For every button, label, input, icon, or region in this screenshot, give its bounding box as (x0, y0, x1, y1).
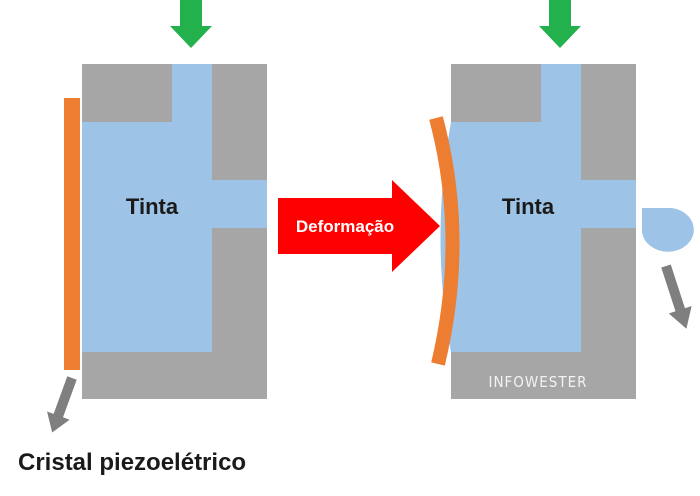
droplet-direction-arrow (661, 264, 692, 329)
ink-label-right: Tinta (502, 194, 555, 219)
ink-label-left: Tinta (126, 194, 179, 219)
crystal-caption: Cristal piezoelétrico (18, 449, 246, 476)
ink-feed-arrow-right (539, 0, 581, 48)
infowester-watermark: INFOWESTER (488, 373, 587, 391)
piezo-crystal-deformed (429, 116, 460, 366)
nozzle-deformed-state: Tinta INFOWESTER (429, 0, 694, 399)
caption-pointer-arrow (47, 376, 77, 433)
ink-chamber-left (82, 64, 267, 352)
ink-droplet (642, 208, 694, 252)
ink-chamber-right (440, 64, 636, 352)
nozzle-rest-state: Tinta (64, 0, 267, 399)
deformation-arrow-label: Deformação (296, 217, 394, 236)
deformation-arrow: Deformação (278, 180, 440, 272)
piezo-crystal-flat (64, 98, 80, 370)
ink-feed-arrow-left (170, 0, 212, 48)
